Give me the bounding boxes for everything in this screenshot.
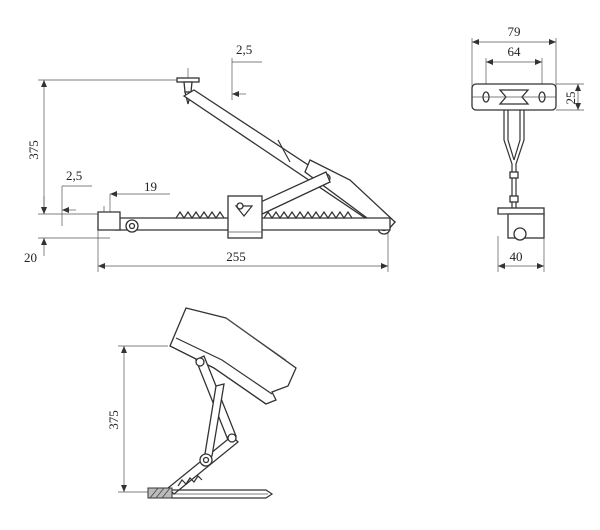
slider-block [227,195,263,239]
seat-lid [169,307,297,405]
dim-length-255: 255 [226,249,246,264]
side-view: 375 20 255 2,5 2,5 19 [24,42,396,272]
dim-pin-top-2-5: 2,5 [236,42,252,57]
floor-base [147,487,274,499]
dim-pin-bottom-2-5: 2,5 [66,168,82,183]
front-base-block [497,207,545,241]
front-view: 79 64 25 40 [471,24,584,272]
dim-holes-64: 64 [508,44,522,59]
dim-base-20: 20 [24,250,37,265]
left-bracket [97,206,139,233]
dim-base-40: 40 [510,249,523,264]
front-rods [503,110,525,210]
strut-arm [251,171,331,217]
dim-height-375: 375 [26,140,41,160]
dim-plate-25: 25 [563,92,578,105]
dim-bracket-19: 19 [144,179,157,194]
upper-arm-joint-line [277,139,291,163]
mounting-plate [471,83,557,111]
mounted-view: 375 [106,307,297,499]
dim-width-79: 79 [508,24,521,39]
dim-mounted-375: 375 [106,410,121,430]
